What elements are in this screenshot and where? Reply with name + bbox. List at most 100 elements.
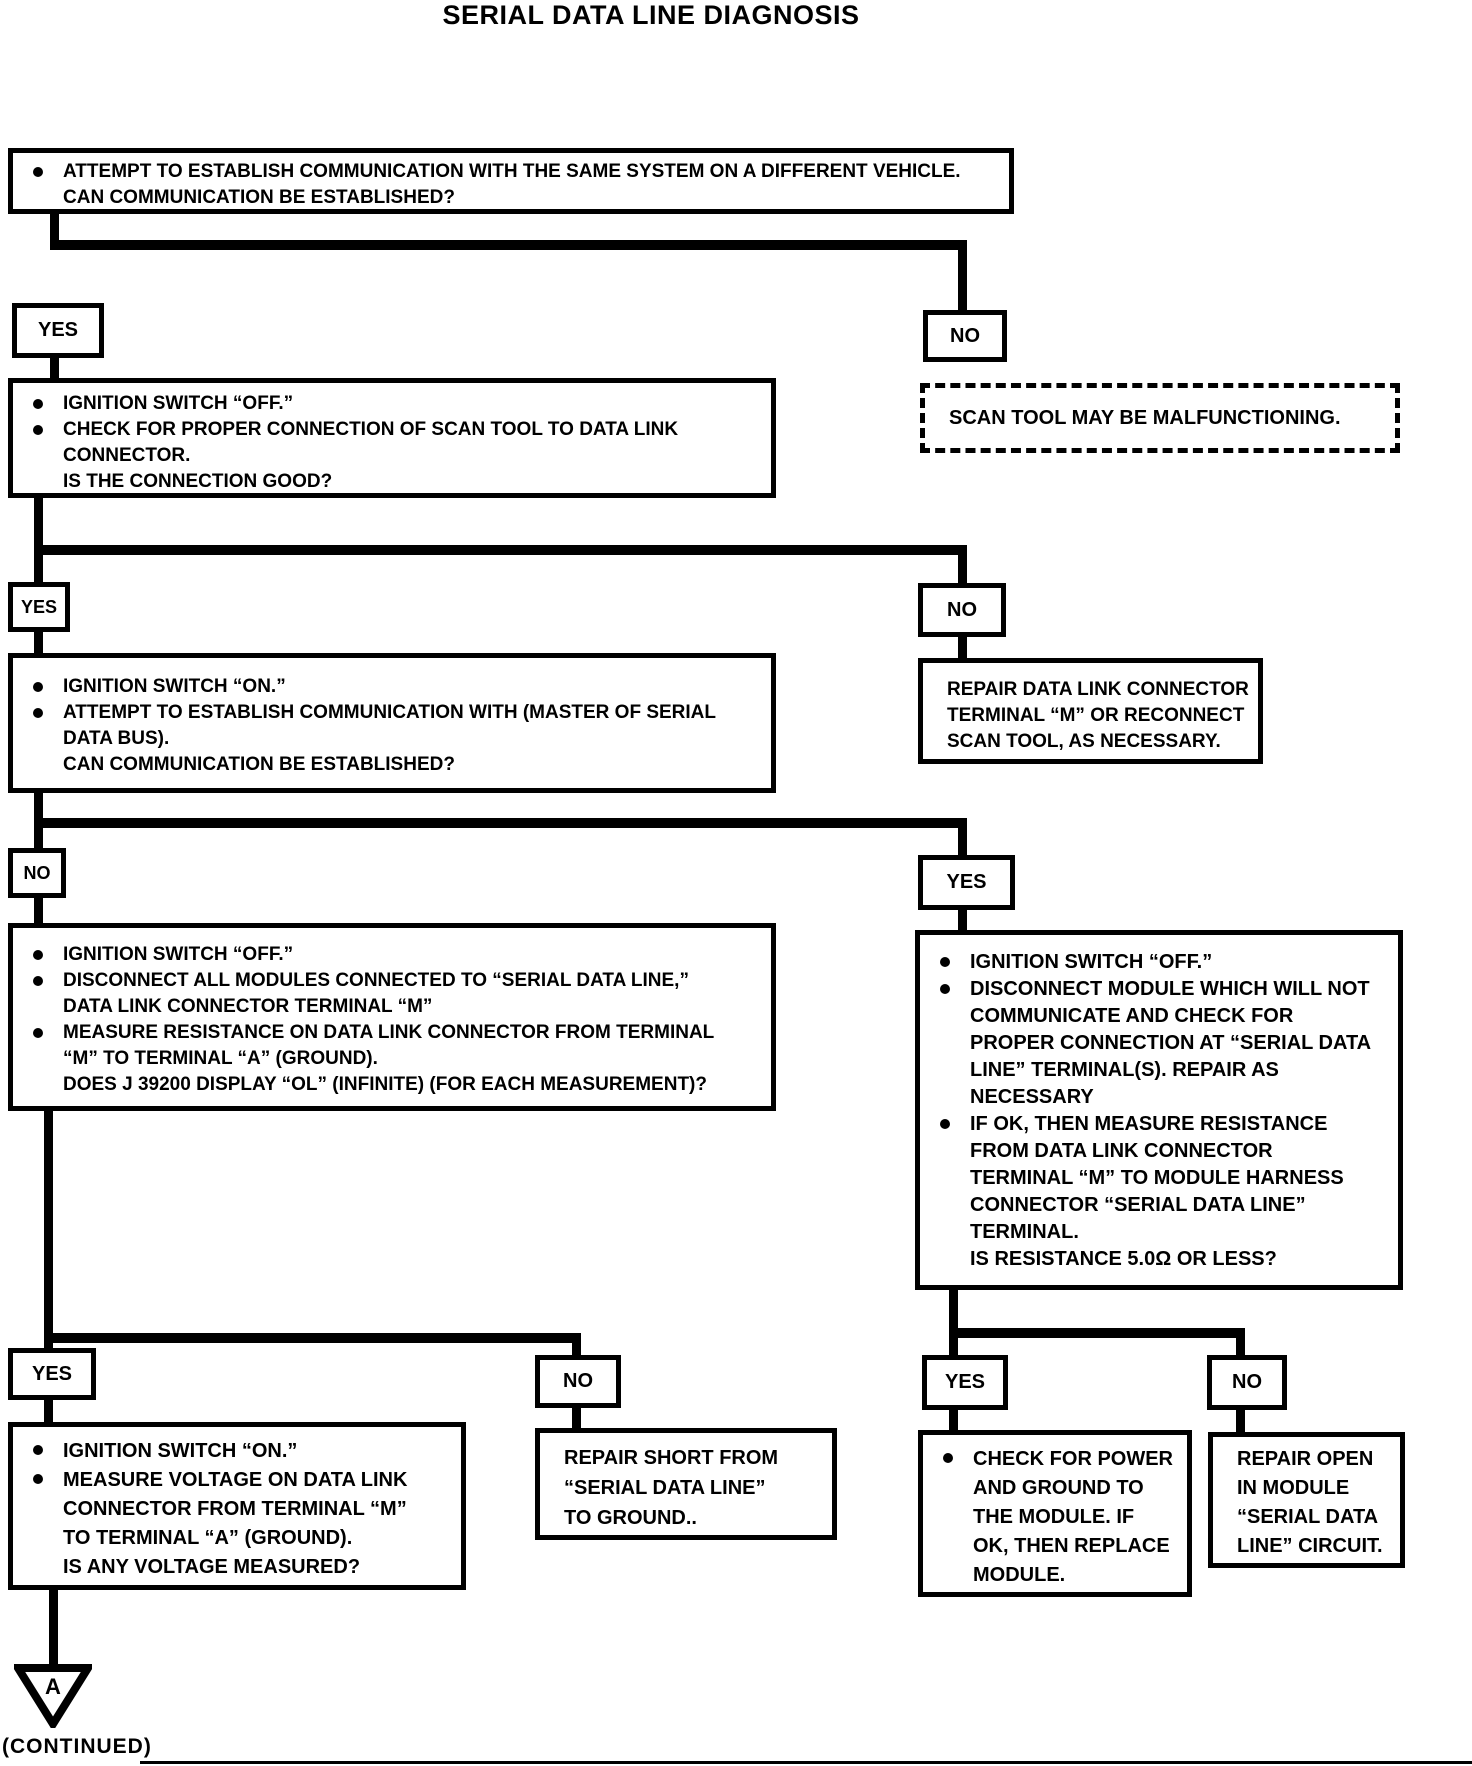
box-line: TERMINAL “M” OR RECONNECT bbox=[947, 703, 1250, 729]
box-line-text: THE MODULE. IF bbox=[973, 1506, 1135, 1528]
box-line-text: IS ANY VOLTAGE MEASURED? bbox=[63, 1556, 361, 1578]
box-line: CONNECTOR “SERIAL DATA LINE” bbox=[934, 1192, 1390, 1219]
box-line: OK, THEN REPLACE bbox=[937, 1532, 1181, 1561]
bullet-icon bbox=[27, 391, 63, 409]
bullet-icon bbox=[27, 700, 63, 718]
box-line: NECESSARY bbox=[934, 1084, 1390, 1111]
box-line-text: DOES J 39200 DISPLAY “OL” (INFINITE) (FO… bbox=[63, 1074, 707, 1095]
bullet-spacer bbox=[934, 1219, 970, 1237]
box-line-text: CAN COMMUNICATION BE ESTABLISHED? bbox=[63, 187, 455, 208]
connector-line bbox=[949, 1288, 958, 1357]
connector-line bbox=[34, 791, 43, 828]
box-line: MODULE. bbox=[937, 1561, 1181, 1590]
bullet-spacer bbox=[27, 443, 63, 461]
box-line-text: REPAIR DATA LINK CONNECTOR bbox=[947, 679, 1249, 700]
box-line-text: ATTEMPT TO ESTABLISH COMMUNICATION WITH … bbox=[63, 702, 716, 723]
bullet-spacer bbox=[937, 1532, 973, 1550]
box-repair-dlc: REPAIR DATA LINK CONNECTOR TERMINAL “M” O… bbox=[918, 658, 1263, 764]
box-line-text: “M” TO TERMINAL “A” (GROUND). bbox=[63, 1048, 378, 1069]
connector-line bbox=[949, 1328, 1245, 1338]
box-line-text: “SERIAL DATA LINE” bbox=[564, 1477, 766, 1499]
connector-line bbox=[34, 824, 43, 850]
no-tag-2: NO bbox=[918, 583, 1006, 637]
box-line-text: AND GROUND TO bbox=[973, 1477, 1144, 1499]
box-line: REPAIR OPEN bbox=[1237, 1445, 1394, 1474]
bullet-spacer bbox=[27, 1495, 63, 1513]
box-line-text: OK, THEN REPLACE bbox=[973, 1535, 1170, 1557]
connector-line bbox=[958, 908, 967, 934]
box-line: IS THE CONNECTION GOOD? bbox=[27, 469, 763, 495]
box-line-text: IF OK, THEN MEASURE RESISTANCE bbox=[970, 1113, 1328, 1135]
bullet-spacer bbox=[27, 1524, 63, 1542]
box-line: FROM DATA LINK CONNECTOR bbox=[934, 1138, 1390, 1165]
box-line-text: TERMINAL “M” TO MODULE HARNESS bbox=[970, 1167, 1344, 1189]
box-line-text: IGNITION SWITCH “ON.” bbox=[63, 1440, 298, 1462]
box-line: “SERIAL DATA LINE” bbox=[564, 1473, 824, 1503]
box-line-text: IS THE CONNECTION GOOD? bbox=[63, 471, 333, 492]
yes-tag-1: YES bbox=[12, 303, 104, 358]
box-line-text: CONNECTOR. bbox=[63, 445, 191, 466]
yes-tag-3: YES bbox=[918, 855, 1015, 910]
bullet-spacer bbox=[27, 994, 63, 1012]
box-line-text: “SERIAL DATA bbox=[1237, 1506, 1379, 1528]
no-tag-5: NO bbox=[1207, 1355, 1287, 1410]
box-line: MEASURE RESISTANCE ON DATA LINK CONNECTO… bbox=[27, 1020, 763, 1046]
box-line: DISCONNECT MODULE WHICH WILL NOT bbox=[934, 976, 1390, 1003]
bullet-icon bbox=[27, 1020, 63, 1038]
box-line-text: CHECK FOR POWER bbox=[973, 1448, 1173, 1470]
bullet-spacer bbox=[27, 752, 63, 770]
no-tag-4: NO bbox=[535, 1355, 621, 1408]
bullet-spacer bbox=[27, 726, 63, 744]
box-line: ATTEMPT TO ESTABLISH COMMUNICATION WITH … bbox=[27, 700, 763, 726]
connector-line bbox=[34, 630, 43, 656]
box-line-text: DISCONNECT MODULE WHICH WILL NOT bbox=[970, 978, 1370, 1000]
bottom-rule bbox=[140, 1761, 1472, 1764]
box-line-text: CHECK FOR PROPER CONNECTION OF SCAN TOOL… bbox=[63, 419, 679, 440]
box-line: IGNITION SWITCH “ON.” bbox=[27, 674, 763, 700]
connector-line bbox=[1236, 1334, 1245, 1357]
box-line-text: FROM DATA LINK CONNECTOR bbox=[970, 1140, 1273, 1162]
no-tag-3: NO bbox=[8, 848, 66, 898]
connector-line bbox=[34, 818, 967, 828]
box-measure-voltage: IGNITION SWITCH “ON.” MEASURE VOLTAGE ON … bbox=[8, 1422, 466, 1590]
box-line: THE MODULE. IF bbox=[937, 1503, 1181, 1532]
box-line: COMMUNICATE AND CHECK FOR bbox=[934, 1003, 1390, 1030]
box-line-text: TERMINAL. bbox=[970, 1221, 1079, 1243]
page-title: SERIAL DATA LINE DIAGNOSIS bbox=[442, 0, 860, 30]
connector-line bbox=[958, 824, 967, 857]
box-line: MEASURE VOLTAGE ON DATA LINK bbox=[27, 1466, 453, 1495]
bullet-icon bbox=[937, 1445, 973, 1463]
box-line-text: LINE” TERMINAL(S). REPAIR AS bbox=[970, 1059, 1279, 1081]
box-line: LINE” TERMINAL(S). REPAIR AS bbox=[934, 1057, 1390, 1084]
box-line: CHECK FOR POWER bbox=[937, 1445, 1181, 1474]
bullet-icon bbox=[27, 159, 63, 177]
bullet-spacer bbox=[937, 1474, 973, 1492]
box-line: IS RESISTANCE 5.0Ω OR LESS? bbox=[934, 1246, 1390, 1273]
box-disconnect-all-modules: IGNITION SWITCH “OFF.”DISCONNECT ALL MOD… bbox=[8, 923, 776, 1111]
bullet-icon bbox=[27, 968, 63, 986]
bullet-spacer bbox=[934, 1138, 970, 1156]
box-line: TO GROUND.. bbox=[564, 1503, 824, 1533]
box-line-text: DATA LINK CONNECTOR TERMINAL “M” bbox=[63, 996, 433, 1017]
yes-tag-5: YES bbox=[922, 1355, 1008, 1410]
connector-letter: A bbox=[45, 1674, 61, 1699]
connector-line bbox=[958, 246, 967, 312]
box-line-text: COMMUNICATE AND CHECK FOR bbox=[970, 1005, 1294, 1027]
connector-line bbox=[50, 240, 967, 250]
box-line-text: IGNITION SWITCH “OFF.” bbox=[63, 944, 294, 965]
bullet-icon bbox=[27, 674, 63, 692]
box-line-text: TO TERMINAL “A” (GROUND). bbox=[63, 1527, 353, 1549]
connector-line bbox=[958, 635, 967, 661]
box-line: DATA BUS). bbox=[27, 726, 763, 752]
bullet-icon bbox=[27, 1437, 63, 1455]
connector-line bbox=[958, 551, 967, 585]
box-line: TO TERMINAL “A” (GROUND). bbox=[27, 1524, 453, 1553]
bullet-icon bbox=[27, 1466, 63, 1484]
box-line-text: IGNITION SWITCH “ON.” bbox=[63, 676, 286, 697]
connector-line bbox=[34, 496, 43, 555]
box-line-text: LINE” CIRCUIT. bbox=[1237, 1535, 1383, 1557]
bullet-spacer bbox=[27, 185, 63, 203]
box-line-text: PROPER CONNECTION AT “SERIAL DATA bbox=[970, 1032, 1372, 1054]
box-line: REPAIR SHORT FROM bbox=[564, 1443, 824, 1473]
